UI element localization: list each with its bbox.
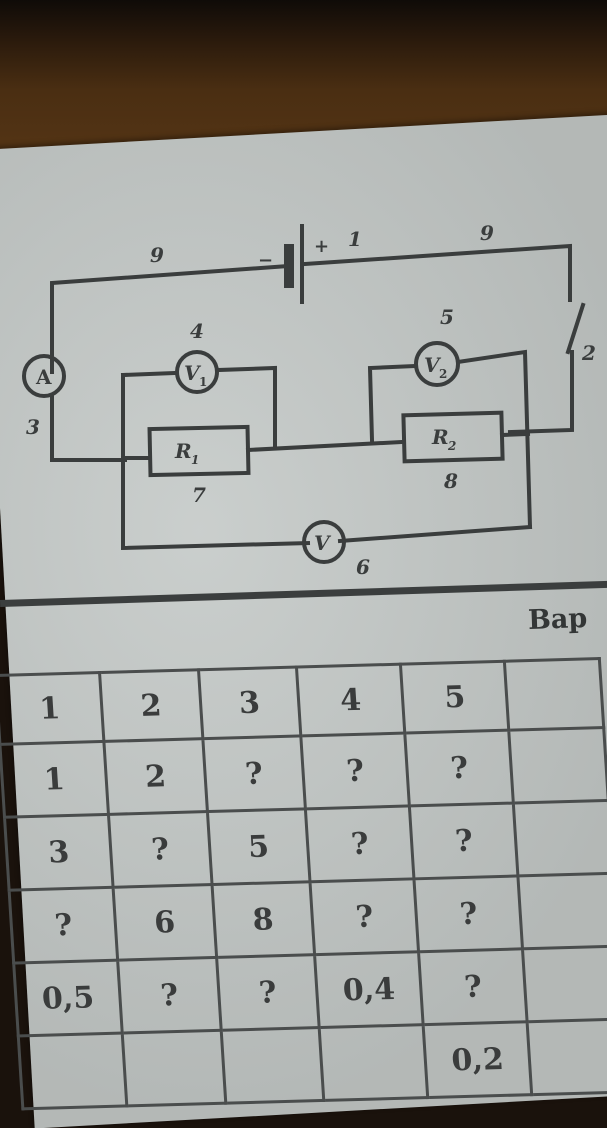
table-cell: 0,4 [314, 951, 424, 1028]
table-cell: ? [305, 805, 415, 882]
header-cell: 1 [0, 672, 105, 745]
svg-text:4: 4 [190, 319, 204, 343]
table-cell: 1 [0, 741, 109, 818]
table-cell [122, 1030, 226, 1106]
switch-icon [565, 302, 586, 355]
svg-text:8: 8 [443, 469, 458, 493]
voltmeter-total-icon: V [302, 520, 346, 564]
table-cell: ? [418, 948, 528, 1025]
svg-text:9: 9 [150, 243, 164, 267]
wire-left [50, 263, 291, 374]
resistor-1-icon: R 1 [147, 424, 251, 478]
svg-text:1: 1 [348, 227, 362, 251]
table-cell: 5 [207, 808, 311, 885]
svg-text:−: − [258, 250, 273, 271]
header-cell [504, 658, 604, 731]
table-cell: 0,2 [423, 1021, 532, 1098]
table-cell [527, 1019, 607, 1095]
table-cell: ? [216, 954, 320, 1031]
svg-text:+: + [314, 236, 329, 257]
svg-text:1: 1 [199, 375, 207, 389]
voltmeter-2-icon: V 2 [414, 341, 460, 387]
svg-text:2: 2 [581, 341, 596, 365]
table-cell: 2 [104, 738, 208, 815]
voltmeter-1-icon: V 1 [175, 350, 219, 394]
svg-text:9: 9 [480, 221, 494, 245]
table-cell: ? [310, 878, 419, 955]
table-row: 0,2 [18, 1019, 607, 1109]
header-cell: 3 [198, 667, 301, 739]
table-cell [220, 1027, 324, 1104]
svg-text:2: 2 [447, 439, 456, 453]
svg-text:2: 2 [439, 367, 447, 381]
table-cell [509, 727, 607, 804]
ammeter-icon: A [22, 354, 66, 398]
svg-text:5: 5 [440, 305, 454, 329]
table-cell [513, 800, 607, 876]
svg-text:V: V [424, 353, 442, 377]
table-cell [18, 1033, 127, 1109]
table-cell: ? [404, 730, 514, 806]
table-cell [319, 1024, 428, 1101]
table-cell: ? [300, 733, 410, 809]
section-title: Вар [527, 602, 588, 637]
table-cell: ? [414, 875, 523, 952]
svg-text:1: 1 [191, 453, 199, 467]
table-cell: 0,5 [13, 960, 123, 1036]
resistor-2-icon: R 2 [401, 410, 505, 464]
wire-right [302, 243, 572, 302]
svg-text:R: R [174, 439, 192, 463]
table-cell: ? [117, 957, 221, 1034]
svg-text:7: 7 [192, 483, 206, 507]
battery-icon [284, 224, 304, 304]
svg-text:6: 6 [356, 555, 370, 579]
table-cell [522, 946, 607, 1022]
svg-text:V: V [314, 531, 332, 555]
svg-text:3: 3 [26, 415, 40, 439]
header-cell: 4 [296, 664, 405, 736]
table-cell: ? [9, 887, 118, 964]
table-cell: 3 [4, 814, 114, 891]
table-cell: ? [108, 811, 212, 888]
table-cell: ? [202, 735, 306, 812]
data-table: 1 2 3 4 5 1 2 ? ? ? 3 ? 5 ? ? ? 6 8 ? ? … [0, 657, 607, 1110]
table-cell: ? [409, 803, 519, 879]
header-cell: 5 [400, 661, 510, 734]
circuit-diagram: − + A V 1 V 2 V R 1 R 2 9 1 9 2 3 4 5 6 … [22, 221, 596, 579]
svg-text:R: R [431, 425, 449, 449]
table-cell [518, 873, 607, 949]
table-cell: 8 [211, 881, 315, 958]
table-cell: 6 [113, 884, 217, 961]
svg-text:A: A [35, 365, 52, 389]
header-cell: 2 [99, 669, 203, 742]
svg-text:V: V [184, 361, 202, 385]
